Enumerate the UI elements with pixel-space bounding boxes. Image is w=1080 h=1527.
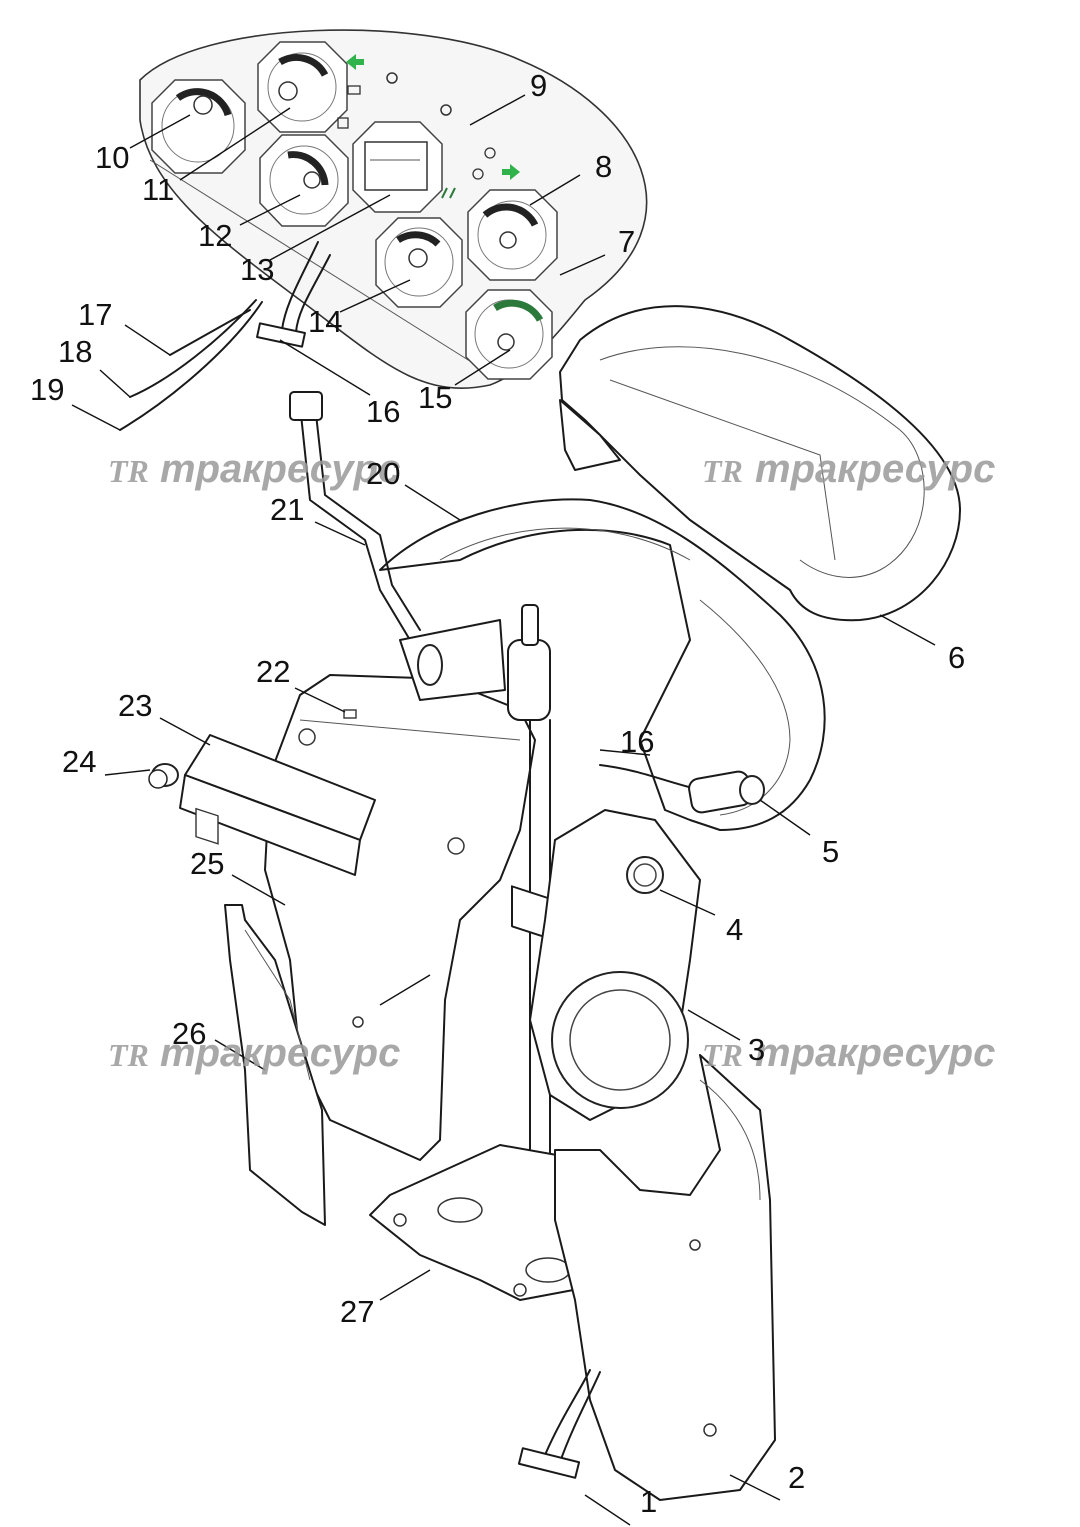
- callout-label: 16: [620, 724, 654, 759]
- callout-label: 2: [788, 1460, 805, 1495]
- gauge-15: [465, 289, 553, 380]
- glow-lamp-icon: [472, 168, 484, 180]
- callout-label: 13: [240, 252, 274, 287]
- switch-panel-23: [179, 734, 376, 876]
- callout-label: 1: [640, 1484, 657, 1519]
- dashboard-hood-6: [559, 305, 961, 622]
- callout-label: 18: [58, 334, 92, 369]
- watermark-logo: TR: [108, 1037, 149, 1073]
- callout-label: 7: [618, 224, 635, 259]
- steering-column: [289, 391, 765, 1261]
- watermark-logo: TR: [108, 453, 149, 489]
- callout-label: 12: [198, 218, 232, 253]
- callout-label: 21: [270, 492, 304, 527]
- connector-1: [517, 1369, 601, 1479]
- warning-lamp-icon: [386, 72, 398, 84]
- callout-label: 23: [118, 688, 152, 723]
- callout-label: 22: [256, 654, 290, 689]
- green-lamp-icon: [441, 187, 456, 199]
- callout-label: 5: [822, 834, 839, 869]
- pedestal-housing-3: [529, 809, 701, 1121]
- watermark-logo: TR: [702, 453, 743, 489]
- plug-24: [148, 763, 179, 789]
- callout-label: 26: [172, 1016, 206, 1051]
- watermarks: TR тракресурс TR тракресурс TR тракресур…: [108, 447, 995, 1075]
- callout-label: 9: [530, 68, 547, 103]
- watermark-text: тракресурс: [160, 1031, 400, 1075]
- gauge-11: [257, 41, 348, 133]
- gauge-12: [259, 134, 349, 227]
- callout-label: 8: [595, 149, 612, 184]
- callout-labels: 1 2 3 4 5 6 7 8 9 10 11 12 13 14 15 16 1…: [30, 68, 965, 1519]
- watermark-text: тракресурс: [160, 447, 400, 491]
- callout-label: 6: [948, 640, 965, 675]
- small-connectors: [119, 299, 263, 431]
- callout-label: 16: [366, 394, 400, 429]
- callout-label: 15: [418, 380, 452, 415]
- callout-label: 11: [142, 172, 174, 207]
- fuel-lamp-icon: [337, 117, 349, 129]
- callout-label: 14: [308, 304, 342, 339]
- leader-lines: [71, 94, 936, 1526]
- brake-lamp-icon: [484, 147, 496, 159]
- callout-label: 25: [190, 846, 224, 881]
- watermark-text: тракресурс: [755, 1031, 995, 1075]
- gear-lamp-icon: [440, 104, 452, 116]
- watermark-logo: TR: [702, 1037, 743, 1073]
- gauge-14: [375, 217, 463, 308]
- callout-label: 24: [62, 744, 96, 779]
- callout-label: 10: [95, 140, 129, 175]
- instrument-panel: [139, 29, 648, 389]
- panel-harness: [256, 241, 331, 348]
- display-13: [352, 121, 443, 213]
- gauge-10: [151, 79, 246, 174]
- callout-label: 19: [30, 372, 64, 407]
- left-side-cover-26: [224, 904, 326, 1226]
- callout-label: 4: [726, 912, 743, 947]
- callout-label: 17: [78, 297, 112, 332]
- right-turn-arrow-icon: [502, 164, 520, 180]
- front-cover-2: [554, 1054, 776, 1501]
- battery-lamp-icon: [347, 85, 361, 95]
- left-turn-arrow-icon: [346, 54, 364, 70]
- gauge-8: [467, 189, 558, 281]
- watermark-text: тракресурс: [755, 447, 995, 491]
- callout-label: 27: [340, 1294, 374, 1329]
- callout-label: 20: [366, 456, 400, 491]
- callout-label: 3: [748, 1032, 765, 1067]
